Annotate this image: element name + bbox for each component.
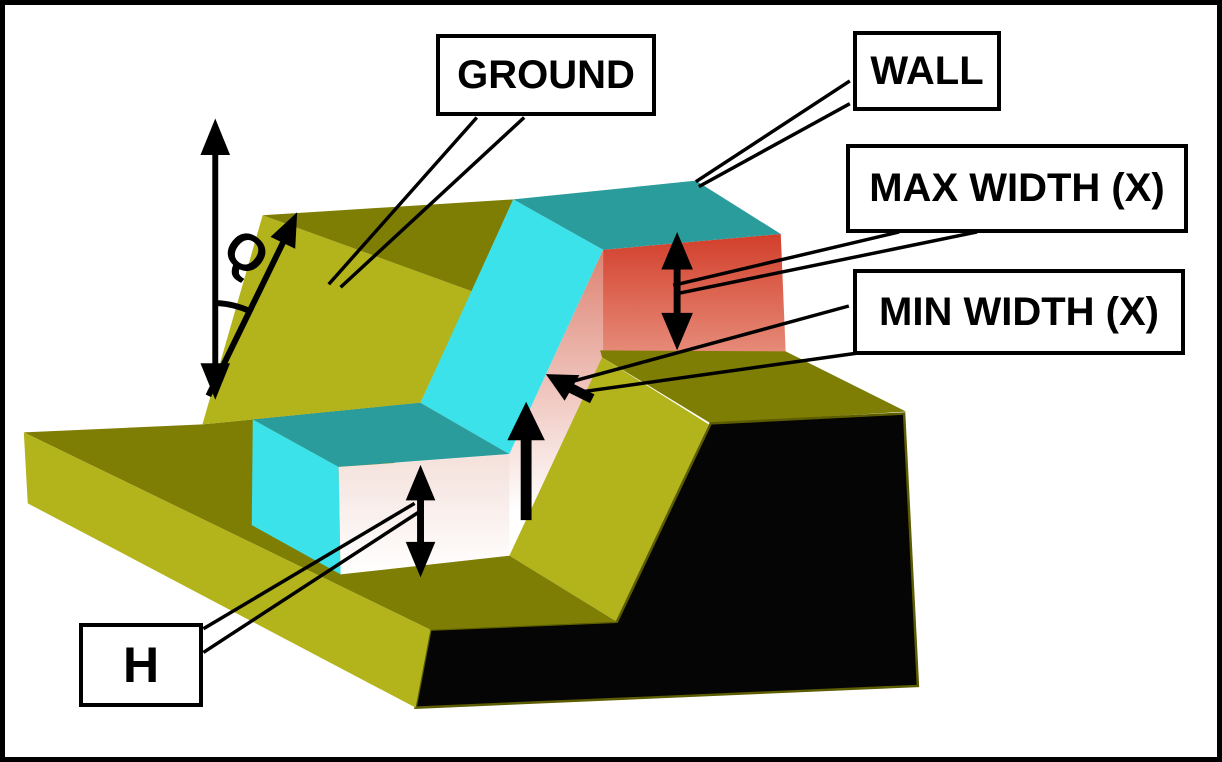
max-width-label-text: MAX WIDTH (X) (869, 166, 1165, 210)
leader-lines (202, 79, 978, 654)
max-width-leader-line (678, 230, 978, 295)
wall-top-face (513, 180, 781, 250)
plateau-top-face (600, 350, 907, 424)
height-label: H (79, 623, 203, 707)
right-slope-face (509, 357, 709, 622)
terrain-wall-illustration (23, 79, 978, 709)
max-width-leader-line (672, 230, 900, 287)
min-width-leader-line (566, 304, 850, 385)
cut-face-upper-red (603, 233, 786, 353)
height-label-text: H (122, 637, 160, 693)
height-arrow (405, 464, 436, 578)
wall-leader-line (694, 79, 851, 184)
min-width-label-text: MIN WIDTH (X) (879, 289, 1159, 334)
wall-base-front-face (251, 419, 341, 575)
min-width-arrow (545, 374, 595, 404)
ground-label: GROUND (436, 34, 656, 116)
height-leader-line (202, 501, 416, 631)
wall-base-top-face (252, 402, 510, 467)
min-width-label: MIN WIDTH (X) (853, 269, 1185, 355)
height-leader-line (202, 510, 420, 654)
max-width-label: MAX WIDTH (X) (846, 144, 1188, 233)
angle-arc (216, 300, 254, 315)
ground-leader-line (327, 116, 479, 286)
slope-direction-arrow (205, 212, 298, 398)
ground-label-text: GROUND (457, 52, 635, 97)
max-width-arrow (661, 231, 693, 351)
wall-leader-line (698, 102, 851, 189)
ground-front-face (23, 432, 431, 708)
min-width-leader-line (574, 350, 863, 395)
wall-label-text: WALL (870, 48, 984, 93)
wall-sloped-face (420, 199, 604, 455)
wall-label: WALL (853, 31, 1001, 111)
wall-base-up-arrow (507, 401, 545, 521)
ground-leader-line (339, 116, 526, 289)
